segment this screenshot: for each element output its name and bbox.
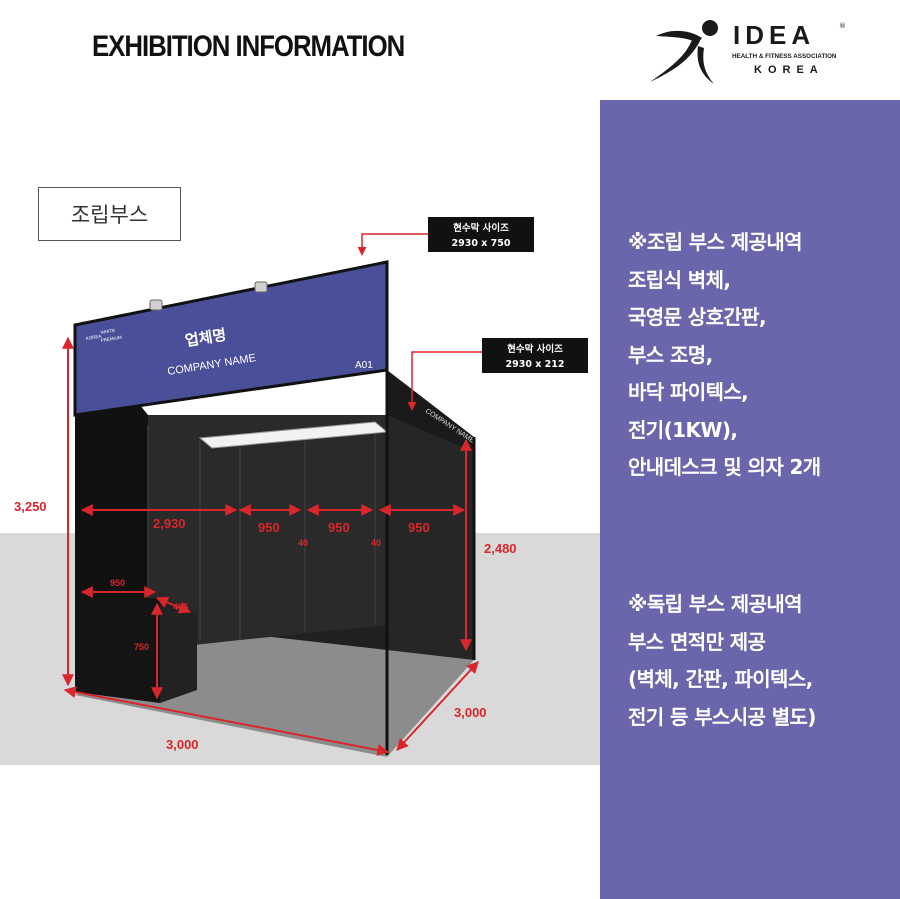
- callout-side-box: [482, 338, 588, 373]
- fascia-booth-no: A01: [355, 360, 373, 371]
- info-line: ※독립 부스 제공내역: [628, 592, 803, 616]
- info-line: 전기(1KW),: [628, 417, 738, 442]
- callout-side-label: 현수막 사이즈: [507, 343, 563, 355]
- runner-icon: [650, 20, 718, 84]
- logo-registered: ®: [839, 22, 846, 30]
- dim-wall-height: 2,480: [484, 541, 517, 556]
- dim-gap-2: 40: [371, 538, 381, 548]
- page-title: EXHIBITION INFORMATION: [92, 30, 405, 63]
- info-line: (벽체, 간판, 파이텍스,: [628, 667, 813, 691]
- callout-front-box: [428, 217, 534, 252]
- dim-desk-width: 950: [110, 578, 125, 588]
- info-line: 전기 등 부스시공 별도): [628, 704, 816, 729]
- booth-diagram: COMPANY NAME 업체명 COMPANY NAME A01 KOREA …: [0, 217, 600, 765]
- callout-side-arrow: [407, 351, 482, 411]
- desk-front: [75, 598, 160, 703]
- booth-type-tag: 조립부스: [38, 187, 181, 241]
- info-panel: ※조립 부스 제공내역 조립식 벽체, 국영문 상호간판, 부스 조명, 바닥 …: [600, 100, 900, 899]
- callout-front-label: 현수막 사이즈: [453, 222, 509, 234]
- dim-floor-side: 3,000: [454, 705, 487, 720]
- callout-side-value: 2930 x 212: [505, 359, 564, 370]
- right-wall: [387, 415, 474, 660]
- info-line: 부스 면적만 제공: [628, 629, 766, 654]
- dim-panel-1: 950: [258, 520, 280, 535]
- assembled-booth-info: ※조립 부스 제공내역 조립식 벽체, 국영문 상호간판, 부스 조명, 바닥 …: [628, 224, 821, 487]
- dim-total-height: 3,250: [14, 499, 47, 514]
- dim-panel-3: 950: [408, 520, 430, 535]
- dim-desk-height: 750: [134, 642, 149, 652]
- independent-booth-info: ※독립 부스 제공내역 부스 면적만 제공 (벽체, 간판, 파이텍스, 전기 …: [628, 586, 816, 736]
- info-line: 조립식 벽체,: [628, 267, 731, 292]
- dimension-lines: [62, 336, 479, 756]
- callout-front-value: 2930 x 750: [451, 238, 510, 249]
- fascia-mini-1: KOREA: [85, 334, 101, 341]
- dim-wall-width: 2,930: [153, 516, 186, 531]
- info-line: ※조립 부스 제공내역: [628, 230, 803, 254]
- dim-gap-1: 40: [298, 538, 308, 548]
- spotlight-icon: [149, 281, 268, 311]
- rear-panel: [148, 415, 387, 650]
- logo-country: KOREA: [754, 64, 824, 76]
- info-line: 바닥 파이텍스,: [628, 380, 749, 404]
- side-fascia: [387, 370, 474, 452]
- callout-front-arrow: [357, 233, 428, 256]
- fascia-mini-3: PREMIUM: [100, 335, 122, 343]
- logo-subtitle: HEALTH & FITNESS ASSOCIATION: [732, 53, 837, 60]
- fascia-mini-2: WHITE: [100, 328, 115, 335]
- dim-floor-front: 3,000: [166, 737, 199, 752]
- logo-wordmark: IDEA: [733, 20, 816, 50]
- idea-logo: IDEA ® HEALTH & FITNESS ASSOCIATION KORE…: [640, 16, 855, 88]
- info-line: 부스 조명,: [628, 342, 713, 367]
- desk-side: [160, 598, 197, 703]
- dim-desk-depth: 455: [173, 602, 188, 612]
- info-line: 안내데스크 및 의자 2개: [628, 455, 821, 479]
- info-line: 국영문 상호간판,: [628, 305, 767, 329]
- dim-panel-2: 950: [328, 520, 350, 535]
